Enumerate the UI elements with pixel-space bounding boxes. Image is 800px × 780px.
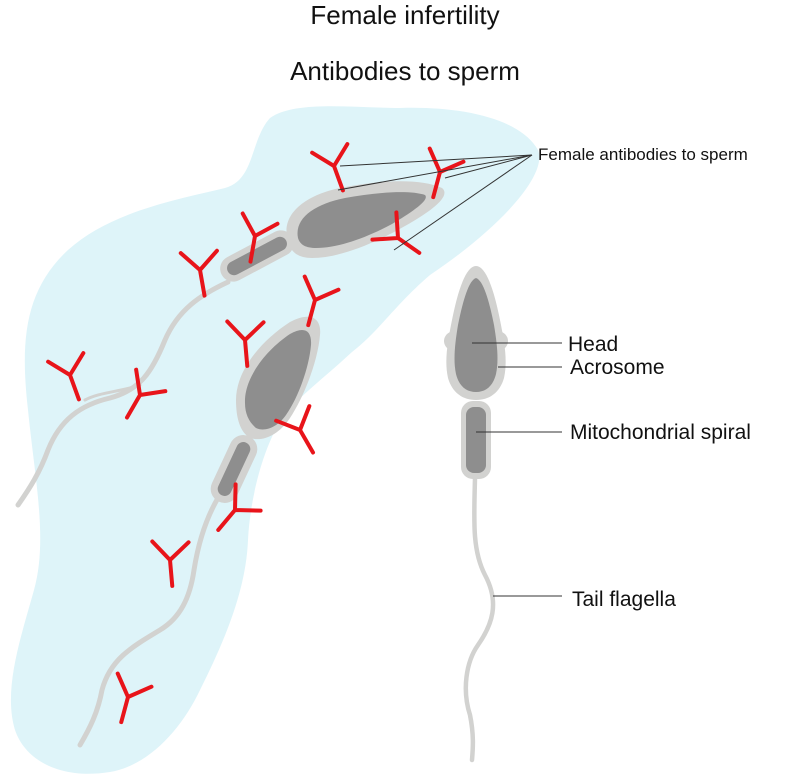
antibody-icon [216,482,263,532]
diagram-subtitle: Antibodies to sperm [290,56,520,86]
leader-antibody-2 [337,154,533,191]
antibody-icon [370,210,422,255]
sperm-reference [444,266,508,763]
diagram-title: Female infertility [310,0,500,30]
sperm-reference-midpiece [466,407,486,473]
label-female-antibodies: Female antibodies to sperm [538,145,748,164]
leader-antibody-3 [444,154,533,179]
label-tail-flagella: Tail flagella [572,588,676,611]
antibody-icon [274,404,315,455]
sperm-reference-tail [463,475,496,763]
label-mitochondrial-spiral: Mitochondrial spiral [570,421,751,444]
antibody-icon [115,671,154,725]
antibody-group [46,142,466,725]
leader-antibody-4 [393,154,533,251]
sperm-upper-midpiece [227,236,287,276]
label-acrosome: Acrosome [570,356,665,379]
sperm-middle-tail [77,495,221,748]
sperm-upper-head [297,192,426,248]
antibody-icon [225,319,266,368]
antibody-icon [46,351,86,402]
antibody-icon [178,248,219,298]
sperm-middle-head [244,329,312,430]
sperm-reference-acrosome-bump-left [444,332,450,350]
leader-antibody-1 [339,154,533,167]
fluid-region [10,106,540,774]
sperm-upper [15,181,445,508]
antibody-icon [125,367,168,420]
sperm-reference-head [454,278,498,392]
sperm-middle-midpiece [217,442,251,496]
sperm-upper-tail [15,279,231,508]
sperm-middle [77,316,321,748]
label-head: Head [568,333,619,356]
antibody-icon [302,274,341,328]
leader-lines [337,154,562,597]
antibody-icon [150,539,191,588]
antibody-icon [310,142,350,193]
sperm-reference-acrosome-bump-right [502,332,508,350]
sperm-upper-tail-fork [83,383,142,402]
antibody-icon [240,211,280,264]
